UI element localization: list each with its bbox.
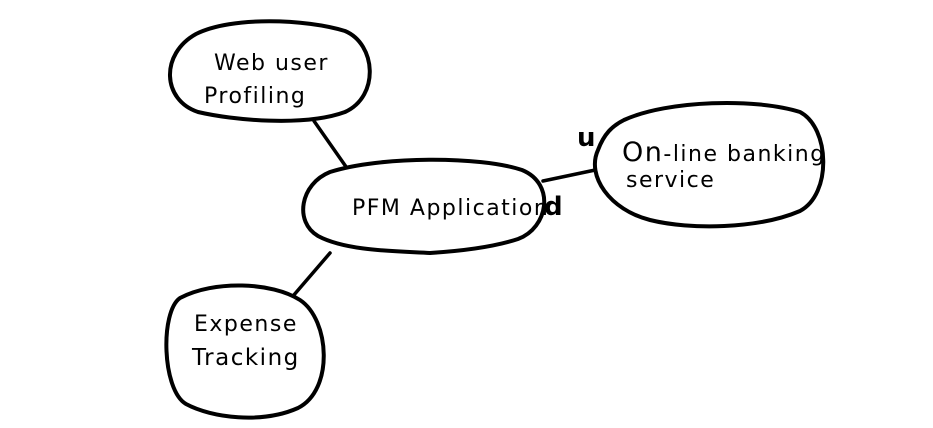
node-web-user-profiling-shape <box>168 19 372 123</box>
node-expense-tracking-line2: Tracking <box>191 345 300 371</box>
connector-web-profiling <box>312 119 351 173</box>
node-online-banking-service: On-line banking service <box>592 100 826 229</box>
node-online-banking-service-line1: On-line banking <box>622 137 826 168</box>
node-expense-tracking: Expense Tracking <box>164 283 326 420</box>
node-pfm-application: PFM Application <box>301 157 549 255</box>
node-online-banking-rest: -line banking <box>663 142 825 167</box>
downstream-marker: d <box>544 192 563 222</box>
node-pfm-application-label: PFM Application <box>352 196 549 221</box>
node-online-banking-on: On <box>622 137 663 168</box>
node-web-user-profiling-line2: Profiling <box>204 84 306 109</box>
node-online-banking-service-line2: service <box>626 168 715 193</box>
node-online-banking-service-shape <box>592 100 826 229</box>
node-web-user-profiling-line1: Web user <box>214 51 329 76</box>
connector-online-banking <box>541 167 602 183</box>
node-pfm-application-shape <box>301 157 547 255</box>
node-expense-tracking-shape <box>164 283 326 420</box>
node-expense-tracking-line1: Expense <box>194 312 298 337</box>
upstream-marker: u <box>577 123 596 153</box>
node-web-user-profiling: Web user Profiling <box>168 19 372 123</box>
